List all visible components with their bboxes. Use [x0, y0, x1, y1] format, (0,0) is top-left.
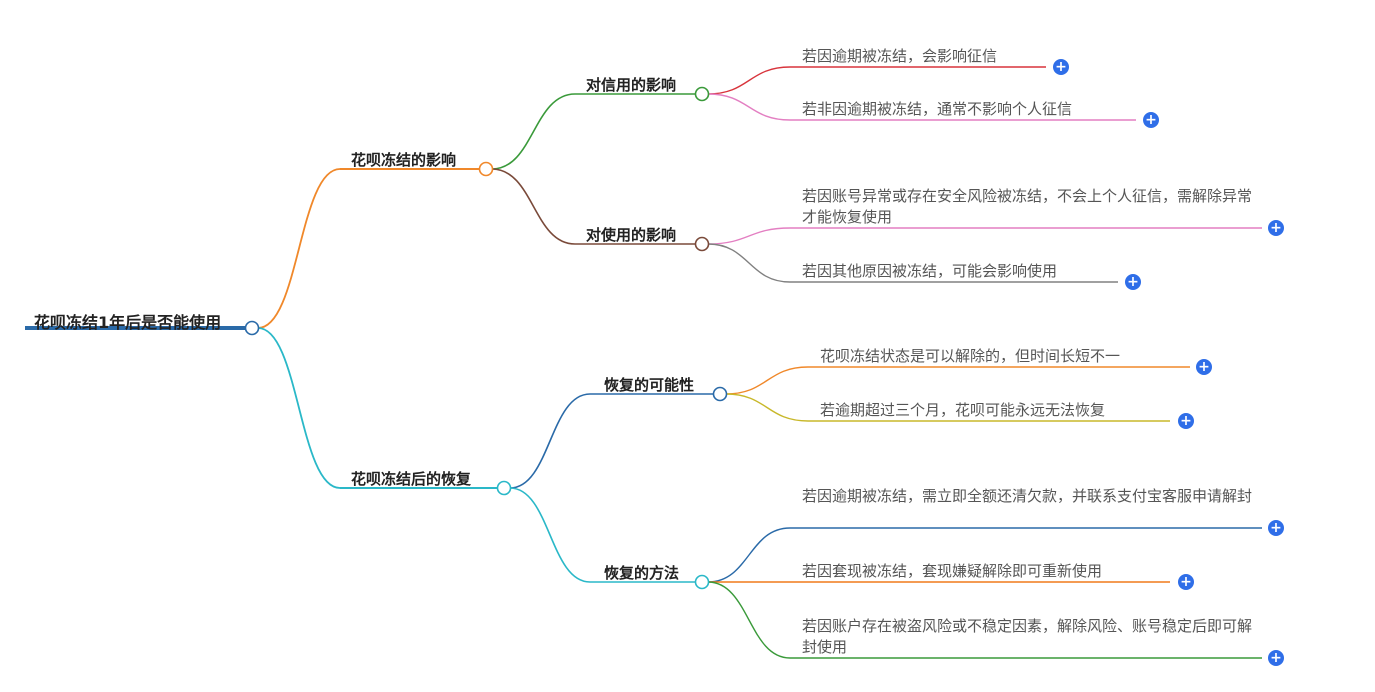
subtopic: 恢复的可能性 — [604, 376, 695, 394]
subtopic: 对信用的影响 — [586, 76, 677, 94]
subtopic-connector — [509, 487, 591, 583]
leaf-topic: 花呗冻结状态是可以解除的，但时间长短不一 — [820, 347, 1121, 365]
branch-collapse-knob[interactable] — [478, 161, 494, 177]
expand-plus-icon[interactable]: + — [1196, 359, 1212, 375]
expand-plus-icon[interactable]: + — [1268, 520, 1284, 536]
expand-plus-icon[interactable]: + — [1178, 413, 1194, 429]
subtopic-collapse-knob[interactable] — [694, 236, 710, 252]
leaf-topic: 若逾期超过三个月，花呗可能永远无法恢复 — [820, 401, 1106, 419]
expand-plus-icon[interactable]: + — [1143, 112, 1159, 128]
root-topic: 花呗冻结1年后是否能使用 — [34, 313, 222, 332]
leaf-topic: 若因逾期被冻结，需立即全额还清欠款，并联系支付宝客服申请解封 — [802, 487, 1253, 505]
leaf-topic: 若因其他原因被冻结，可能会影响使用 — [802, 262, 1058, 280]
leaf-connector — [707, 227, 791, 245]
leaf-topic: 若因逾期被冻结，会影响征信 — [802, 47, 998, 65]
branch-collapse-knob[interactable] — [496, 480, 512, 496]
subtopic: 对使用的影响 — [586, 226, 677, 244]
subtopic-connector — [491, 168, 576, 245]
subtopic-collapse-knob[interactable] — [694, 574, 710, 590]
expand-plus-icon[interactable]: + — [1268, 650, 1284, 666]
branch-connector — [257, 327, 341, 489]
leaf-connector — [707, 581, 791, 659]
branch-connector — [257, 168, 341, 329]
expand-plus-icon[interactable]: + — [1053, 59, 1069, 75]
leaf-connector — [725, 366, 809, 395]
leaf-topic: 若因套现被冻结，套现嫌疑解除即可重新使用 — [802, 562, 1103, 580]
leaf-topic: 若因账号异常或存在安全风险被冻结，不会上个人征信，需解除异常才能恢复使用 — [802, 187, 1253, 226]
subtopic-connector — [491, 93, 576, 170]
leaf-connector — [707, 243, 791, 283]
leaf-topic: 若因账户存在被盗风险或不稳定因素，解除风险、账号稳定后即可解封使用 — [802, 617, 1253, 656]
leaf-connector — [725, 393, 809, 422]
leaf-connector — [707, 66, 791, 95]
expand-plus-icon[interactable]: + — [1125, 274, 1141, 290]
branch-topic: 花呗冻结后的恢复 — [351, 470, 472, 488]
subtopic-connector — [509, 393, 591, 489]
leaf-connector — [707, 527, 791, 583]
leaf-connector — [707, 93, 791, 121]
subtopic-collapse-knob[interactable] — [712, 386, 728, 402]
branch-topic: 花呗冻结的影响 — [351, 151, 457, 169]
expand-plus-icon[interactable]: + — [1268, 220, 1284, 236]
subtopic-collapse-knob[interactable] — [694, 86, 710, 102]
leaf-topic: 若非因逾期被冻结，通常不影响个人征信 — [802, 100, 1073, 118]
root-collapse-knob[interactable] — [244, 320, 260, 336]
subtopic: 恢复的方法 — [604, 564, 680, 582]
expand-plus-icon[interactable]: + — [1178, 574, 1194, 590]
